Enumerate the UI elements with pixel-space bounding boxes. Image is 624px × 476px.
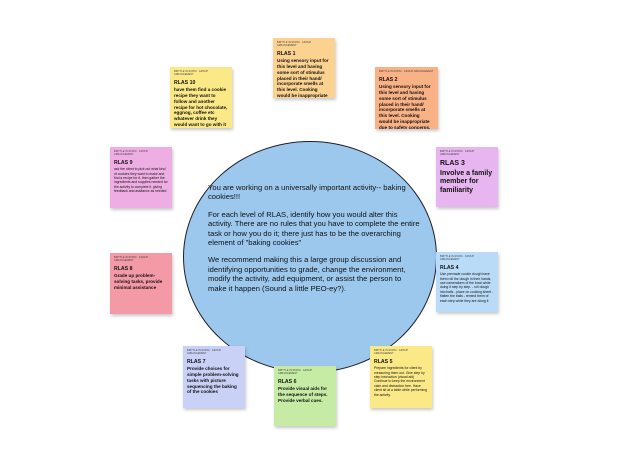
center-paragraph: For each level of RLAS, identify how you… [208, 209, 420, 248]
note-body: Use premade cookie dough have them roll … [440, 272, 494, 303]
sticky-note-rlas-4[interactable]: BRITTLE IN ROOM · GROUP ARRANGEMENT RLAS… [436, 252, 498, 312]
note-body: Provide visual aids for the sequence of … [278, 386, 328, 403]
center-paragraph: You are working on a universally importa… [208, 183, 406, 202]
note-author: BRITTLE IN ROOM · GROUP ARRANGEMENT [379, 70, 434, 73]
note-author: BRITTLE IN ROOM · GROUP ARRANGEMENT [440, 255, 475, 261]
note-title: RLAS 10 [174, 80, 196, 86]
note-body: ask the client to pick out what kind of … [114, 167, 168, 194]
note-title: RLAS 3 [440, 160, 465, 167]
note-body: Provide choices for simple problem-solvi… [187, 366, 239, 395]
note-body: Using sensory input for this level and h… [277, 58, 329, 98]
note-body: Using sensory input for this level and h… [379, 84, 431, 129]
center-instructions: You are working on a universally importa… [208, 183, 420, 301]
center-paragraph: We recommend making this a large group d… [208, 255, 406, 293]
note-author: BRITTLE IN ROOM · GROUP ARRANGEMENT [277, 41, 312, 47]
sticky-note-rlas-9[interactable]: BRITTLE IN ROOM · GROUP ARRANGEMENT RLAS… [110, 147, 172, 208]
note-body: Involve a family member for familiarity [440, 169, 493, 194]
note-title: RLAS 2 [379, 77, 398, 83]
sticky-note-rlas-2[interactable]: BRITTLE IN ROOM · GROUP ARRANGEMENT RLAS… [375, 67, 438, 129]
sticky-note-rlas-3[interactable]: BRITTLE IN ROOM · GROUP ARRANGEMENT RLAS… [436, 147, 498, 207]
sticky-note-rlas-5[interactable]: BRITTLE IN ROOM · GROUP ARRANGEMENT RLAS… [370, 346, 432, 408]
note-author: BRITTLE IN ROOM · GROUP ARRANGEMENT [174, 70, 209, 76]
sticky-note-rlas-7[interactable]: BRITTLE IN ROOM · GROUP ARRANGEMENT RLAS… [183, 346, 245, 408]
note-author: BRITTLE IN ROOM · GROUP ARRANGEMENT [278, 369, 313, 375]
center-circle[interactable] [183, 141, 437, 373]
sticky-note-rlas-1[interactable]: BRITTLE IN ROOM · GROUP ARRANGEMENT RLAS… [273, 38, 335, 98]
sticky-note-rlas-6[interactable]: BRITTLE IN ROOM · GROUP ARRANGEMENT RLAS… [274, 366, 336, 426]
note-title: RLAS 5 [374, 359, 393, 365]
note-body: have them find a cookie recipe they want… [174, 87, 228, 127]
sticky-note-rlas-8[interactable]: BRITTLE IN ROOM · GROUP ARRANGEMENT RLAS… [110, 253, 172, 314]
note-title: RLAS 6 [278, 379, 297, 385]
note-body: Grade up problem-solving tasks, provide … [114, 273, 163, 290]
note-title: RLAS 1 [277, 51, 296, 57]
note-body: Prepare ingredients for client by measur… [374, 366, 427, 397]
note-author: BRITTLE IN ROOM · GROUP ARRANGEMENT [440, 150, 475, 156]
note-title: RLAS 8 [114, 266, 133, 272]
note-author: BRITTLE IN ROOM · GROUP ARRANGEMENT [114, 256, 149, 262]
note-title: RLAS 9 [114, 160, 133, 166]
note-title: RLAS 4 [440, 265, 459, 271]
note-title: RLAS 7 [187, 359, 206, 365]
note-author: BRITTLE IN ROOM · GROUP ARRANGEMENT [187, 349, 222, 355]
note-author: BRITTLE IN ROOM · GROUP ARRANGEMENT [374, 349, 409, 355]
sticky-note-rlas-10[interactable]: BRITTLE IN ROOM · GROUP ARRANGEMENT RLAS… [170, 67, 232, 128]
note-author: BRITTLE IN ROOM · GROUP ARRANGEMENT [114, 150, 149, 156]
